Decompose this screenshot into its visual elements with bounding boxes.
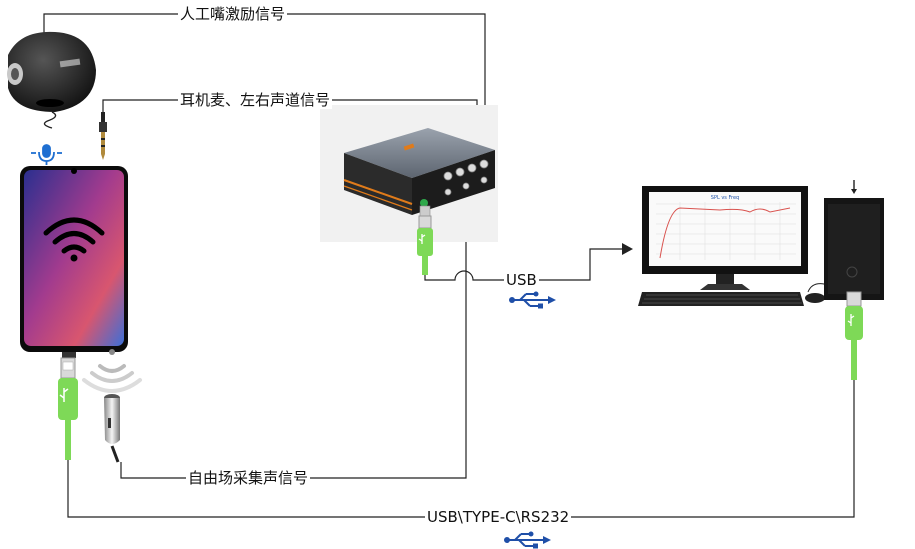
analyzer-usb-plug-icon [417, 215, 433, 275]
free-field-signal-label: 自由场采集声信号 [186, 469, 311, 487]
mouse-icon [805, 283, 844, 303]
artificial-mouth-icon [7, 31, 96, 129]
bottom-connection-label: USB\TYPE-C\RS232 [425, 508, 572, 526]
pc-tower-icon [824, 180, 884, 300]
usb-symbol-icon [509, 291, 556, 309]
audio-analyzer-icon [320, 105, 498, 242]
usb-arrowhead [622, 243, 633, 255]
usb-symbol-bottom-icon [504, 531, 551, 549]
free-field-signal-line [120, 205, 467, 479]
mouth-signal-label: 人工嘴激励信号 [178, 5, 288, 23]
usb-label: USB [504, 271, 539, 289]
headset-jack-icon [99, 112, 107, 160]
microphone-icon [31, 144, 62, 165]
earphone-signal-label: 耳机麦、左右声道信号 [178, 91, 333, 109]
pc-usb-plug-icon [845, 291, 863, 380]
smartphone-icon [20, 166, 128, 358]
monitor-icon: SPL vs Freq [642, 186, 808, 290]
usb-plug-icon [58, 357, 78, 460]
keyboard-icon [638, 292, 804, 306]
wifi-icon [43, 217, 105, 262]
sound-wave-icon [82, 349, 142, 393]
graph-title: SPL vs Freq [711, 195, 739, 201]
measurement-mic-icon [104, 394, 120, 463]
usb-line [424, 248, 625, 281]
